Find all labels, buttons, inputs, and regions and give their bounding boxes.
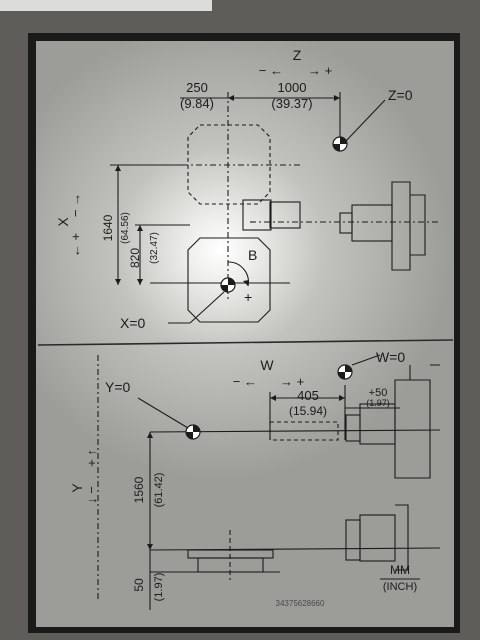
y-plus-label: + ↑: [84, 449, 99, 467]
dim-plus50: +50: [369, 387, 388, 399]
w-minus-label: − ←: [233, 374, 257, 389]
z-plus-label: → +: [308, 63, 332, 78]
table-octagon-upper: [187, 124, 271, 205]
top-strip: [0, 0, 212, 11]
x-plus-label: ← +: [68, 233, 83, 257]
plate-number: 34375628660: [276, 599, 325, 608]
x-axis-label: X: [55, 217, 71, 227]
y0-reference-symbol: [185, 424, 201, 440]
dim-plus50-inch: (1.97): [366, 398, 390, 408]
column-bottom: [395, 504, 409, 571]
w-axis-label: W: [260, 357, 274, 373]
z0-leader: [344, 99, 386, 143]
z-minus-label: − ←: [259, 63, 283, 78]
x0-label: X=0: [120, 315, 146, 331]
dim-820: 820: [128, 248, 142, 268]
x-minus-label: − →: [68, 193, 83, 217]
dim-50-inch: (1.97): [153, 573, 165, 602]
dim-1560: 1560: [132, 476, 146, 503]
x0-leader: [189, 291, 225, 324]
column-top-lower: [409, 364, 440, 380]
z0-reference-symbol: [332, 136, 348, 152]
b-plus-label: +: [244, 289, 252, 305]
dim-50: 50: [132, 578, 146, 592]
plate: [36, 41, 454, 627]
w0-label: W=0: [376, 349, 405, 365]
dim-820-inch: (32.47): [149, 232, 160, 264]
x0-reference-symbol: [220, 277, 236, 293]
dim-1000: 1000: [278, 80, 307, 95]
z-axis-label: Z: [293, 47, 302, 63]
y0-leader: [137, 397, 189, 429]
column-upper: [391, 181, 411, 271]
dim-1640-inch: (64.56): [120, 212, 131, 244]
y-minus-label: ↓ −: [84, 486, 99, 504]
y-axis-label: Y: [69, 483, 85, 493]
arrowheads: [115, 95, 345, 550]
spindle-housing-bottom: [359, 514, 396, 562]
unit-mm: MM: [390, 563, 410, 577]
table-octagon-lower: [187, 237, 271, 323]
w0-leader: [351, 354, 381, 366]
spindle-body-upper: [269, 201, 301, 229]
column-back-upper: [410, 194, 426, 256]
tool-travel-outline: [269, 421, 339, 441]
z0-label: Z=0: [388, 87, 413, 103]
unit-inch: (INCH): [383, 581, 417, 593]
b-rotation-label: B: [248, 247, 257, 263]
dim-1000-inch: (39.37): [271, 96, 312, 111]
column-lower: [394, 379, 431, 479]
y0-label: Y=0: [105, 379, 131, 395]
dim-405: 405: [297, 388, 319, 403]
dim-1640: 1640: [101, 214, 115, 241]
dim-250-inch: (9.84): [180, 96, 214, 111]
dim-1560-inch: (61.42): [153, 473, 165, 508]
spindle-head-upper: [242, 199, 272, 231]
panel-divider: [37, 339, 454, 346]
w0-reference-symbol: [337, 364, 353, 380]
dim-405-inch: (15.94): [289, 404, 327, 418]
dim-250: 250: [186, 80, 208, 95]
w-plus-label: → +: [280, 374, 304, 389]
